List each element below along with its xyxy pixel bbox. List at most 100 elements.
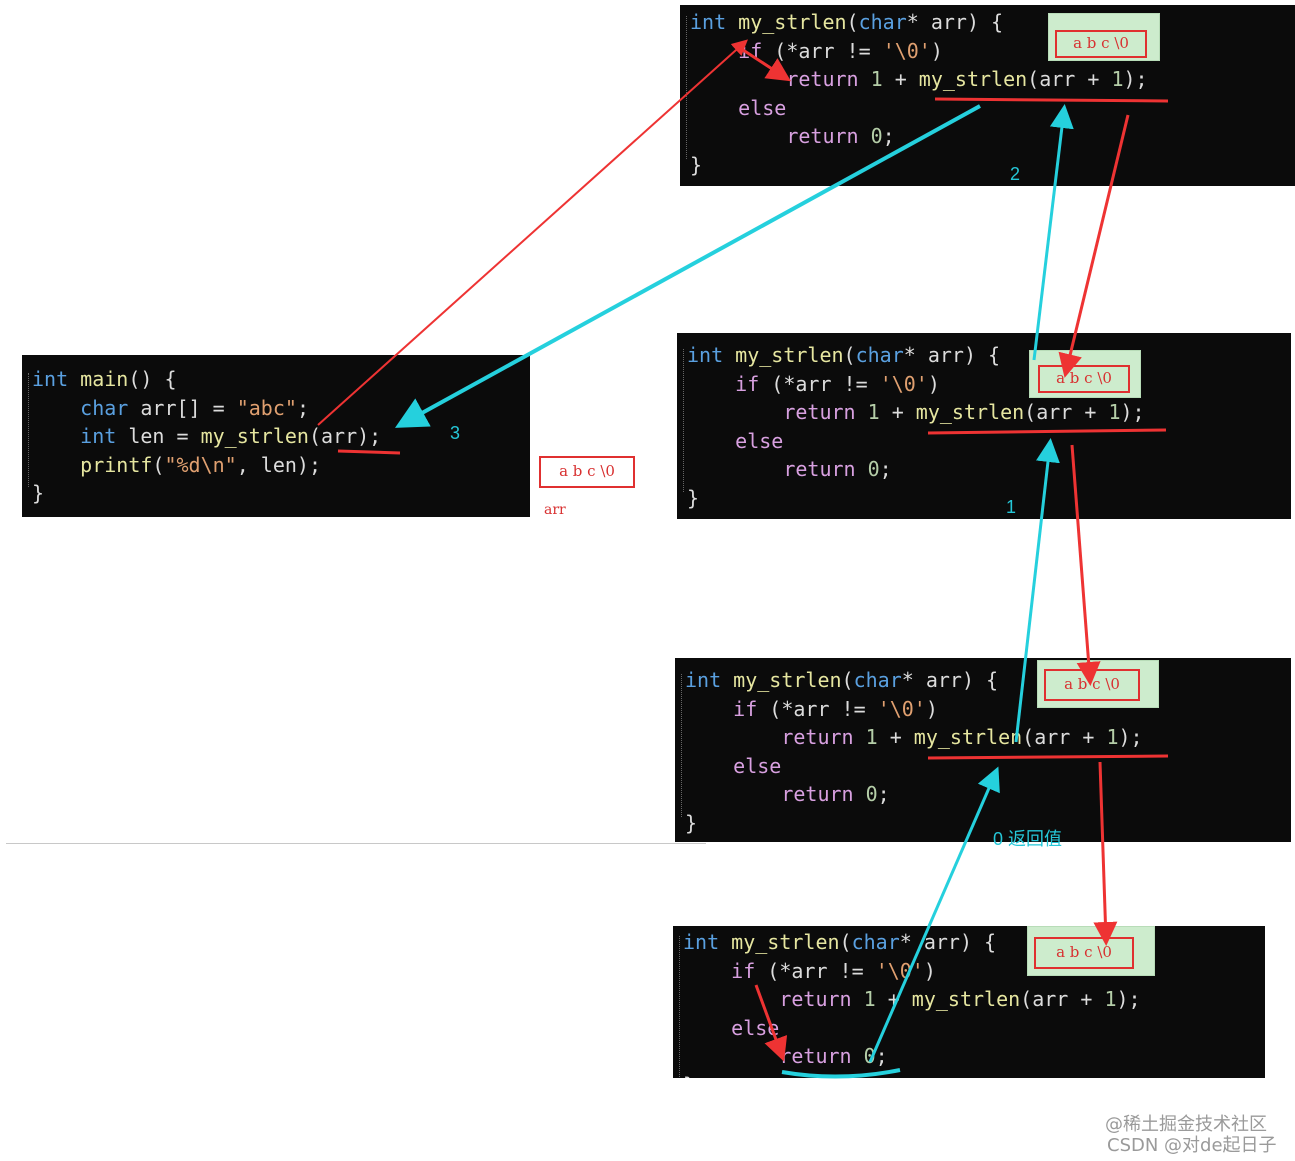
code-token: if [735, 371, 760, 396]
code-token: + [875, 987, 912, 1011]
code-token: 0 [865, 782, 878, 806]
underline-call-1 [934, 97, 1169, 103]
code-token: (*arr != [755, 958, 876, 983]
indent-guide [686, 16, 687, 159]
code-token: int [80, 424, 117, 448]
code-token: if [733, 696, 758, 721]
step-label-return: 0 返回值 [993, 829, 1063, 849]
code-line: int my_strlen(char* arr) { [683, 928, 996, 956]
code-line: else [685, 752, 781, 780]
code-token: ( [839, 930, 852, 954]
code-token: my_strlen [915, 400, 1025, 424]
code-token: ) [927, 371, 940, 396]
code-token: ( [846, 10, 859, 34]
code-token: 1 [1104, 987, 1117, 1011]
return-arrow-3-2 [1014, 438, 1060, 743]
call-arrow-2-3 [1070, 444, 1101, 686]
code-token: } [683, 1073, 695, 1079]
code-token: printf [80, 452, 153, 477]
code-token: * arr) { [906, 10, 1004, 34]
return-arrow-4-3 [868, 766, 1000, 1063]
code-token: * arr) { [903, 343, 1001, 367]
code-line: } [683, 1071, 695, 1079]
call-arrow-3-4 [1093, 761, 1118, 946]
code-token: (arr + [1024, 400, 1109, 424]
watermark-line-2: CSDN @对de起日子 [1107, 1135, 1277, 1156]
underline-main-call [337, 449, 401, 455]
code-token: , len); [236, 452, 322, 477]
code-token: 1 [870, 67, 883, 91]
main-array-box: a b c \0 [539, 456, 635, 488]
code-token: char [858, 10, 907, 34]
code-token: 1 [1106, 725, 1119, 749]
code-token: ); [1118, 725, 1143, 749]
code-token: "%d\n" [164, 452, 237, 477]
code-token: int [690, 10, 727, 34]
code-token: return [786, 124, 859, 148]
code-token: + [877, 725, 914, 749]
code-line: else [687, 427, 783, 455]
code-panel-main: int main() { char arr[] = "abc"; int len… [22, 355, 530, 517]
memo-cells: a b c \0 [1034, 937, 1134, 969]
code-token: if [731, 958, 756, 983]
code-line: int main() { [32, 365, 177, 393]
call-arrow-base [754, 984, 788, 1062]
code-token: (arr); [308, 424, 382, 448]
code-token: ; [882, 124, 895, 148]
code-line: return 0; [690, 122, 895, 150]
code-token: return [783, 400, 856, 424]
code-token: (arr + [1027, 67, 1112, 91]
code-line: return 0; [685, 780, 890, 808]
code-line: if (*arr != '\0') [687, 370, 940, 398]
code-line: if (*arr != '\0') [683, 957, 936, 985]
code-token: 0 [863, 1044, 876, 1068]
code-token: (arr + [1022, 725, 1107, 749]
code-token: } [687, 485, 700, 510]
memo-box: a b c \0 [1027, 926, 1155, 976]
code-token: ; [296, 395, 309, 420]
code-token: char [851, 930, 900, 954]
memo-box: a b c \0 [1048, 13, 1160, 61]
code-token: my_strlen [918, 67, 1028, 91]
call-arrow-1-2 [1058, 114, 1130, 378]
code-token: ); [1116, 987, 1141, 1011]
memo-cells: a b c \0 [1055, 30, 1147, 58]
code-token: '\0' [882, 38, 931, 63]
code-token: } [685, 810, 698, 835]
code-line: } [687, 484, 699, 512]
indent-guide [679, 936, 680, 1078]
call-arrow-if [739, 46, 792, 82]
code-token: char [853, 668, 902, 692]
code-token: return [786, 67, 859, 91]
code-token: (arr + [1020, 987, 1105, 1011]
memo-cells: a b c \0 [1038, 365, 1130, 393]
code-token: else [735, 428, 784, 453]
code-token: "abc" [236, 395, 297, 420]
code-token: int [685, 668, 722, 692]
code-line: int my_strlen(char* arr) { [685, 666, 998, 694]
code-line: return 1 + my_strlen(arr + 1); [687, 398, 1145, 426]
step-label-3: 3 [450, 423, 461, 443]
code-token: ( [843, 343, 856, 367]
code-token: () { [128, 367, 177, 391]
code-token: ; [877, 782, 890, 806]
code-token: 1 [1108, 400, 1121, 424]
code-line: if (*arr != '\0') [685, 695, 938, 723]
code-token: ) [930, 38, 943, 63]
return-arrow-1-main [394, 104, 981, 428]
code-token: * arr) { [901, 668, 999, 692]
code-token: my_strlen [200, 424, 309, 448]
code-token: len = [116, 424, 201, 448]
code-token: my_strlen [733, 668, 842, 692]
code-token: return [781, 782, 854, 806]
code-line: int len = my_strlen(arr); [32, 422, 381, 450]
code-panel-call-1: int my_strlen(char* arr) { if (*arr != '… [680, 5, 1295, 186]
code-panel-call-3: int my_strlen(char* arr) { if (*arr != '… [675, 658, 1291, 842]
code-token: my_strlen [731, 930, 840, 954]
code-token: ); [1120, 400, 1145, 424]
code-token: } [690, 152, 703, 177]
code-token: 1 [867, 400, 880, 424]
indent-guide [681, 674, 682, 817]
arr-label: arr [544, 502, 566, 518]
